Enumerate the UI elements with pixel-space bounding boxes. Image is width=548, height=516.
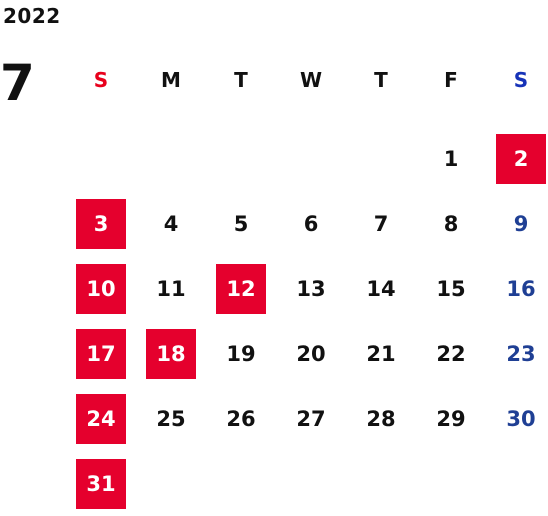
holiday-day-number: 24	[76, 393, 126, 444]
day-number: 6	[303, 211, 319, 236]
weekday-tue: T	[234, 68, 248, 92]
day-cell: 12	[206, 256, 276, 321]
holiday-day-number: 18	[146, 328, 196, 379]
day-number: 5	[233, 211, 249, 236]
day-number: 22	[436, 341, 466, 366]
holiday-day-number: 10	[76, 263, 126, 314]
day-cell: 9	[486, 191, 548, 256]
day-cell: 10	[66, 256, 136, 321]
day-number: 8	[443, 211, 459, 236]
weekday-sun: S	[93, 68, 109, 92]
day-cell: 8	[416, 191, 486, 256]
day-cell: 15	[416, 256, 486, 321]
day-number: 23	[506, 341, 536, 366]
day-number: 11	[156, 276, 186, 301]
day-cell: 4	[136, 191, 206, 256]
day-cell: 17	[66, 321, 136, 386]
weekday-fri: F	[444, 68, 458, 92]
day-number: 26	[226, 406, 256, 431]
weekday-thu: T	[374, 68, 388, 92]
day-number: 7	[373, 211, 389, 236]
day-cell: 23	[486, 321, 548, 386]
day-number: 28	[366, 406, 396, 431]
day-number: 9	[513, 211, 529, 236]
day-number: 19	[226, 341, 256, 366]
day-cell: 30	[486, 386, 548, 451]
day-cell: 5	[206, 191, 276, 256]
day-cell: 16	[486, 256, 548, 321]
day-cell: 14	[346, 256, 416, 321]
empty-day-cell	[346, 126, 416, 191]
empty-day-cell	[136, 126, 206, 191]
day-cell: 31	[66, 451, 136, 516]
day-number: 27	[296, 406, 326, 431]
empty-day-cell	[206, 126, 276, 191]
weekday-wed: W	[299, 68, 323, 92]
empty-day-cell	[276, 126, 346, 191]
day-cell: 24	[66, 386, 136, 451]
holiday-day-number: 2	[496, 133, 546, 184]
day-cell: 27	[276, 386, 346, 451]
day-cell: 20	[276, 321, 346, 386]
holiday-day-number: 31	[76, 458, 126, 509]
day-number: 14	[366, 276, 396, 301]
day-number: 25	[156, 406, 186, 431]
day-cell: 7	[346, 191, 416, 256]
day-cell: 18	[136, 321, 206, 386]
empty-day-cell	[66, 126, 136, 191]
holiday-day-number: 17	[76, 328, 126, 379]
weekday-mon: M	[161, 68, 181, 92]
day-number: 4	[163, 211, 179, 236]
day-cell: 19	[206, 321, 276, 386]
day-cell: 21	[346, 321, 416, 386]
day-cell: 26	[206, 386, 276, 451]
day-number: 20	[296, 341, 326, 366]
day-number: 29	[436, 406, 466, 431]
day-number: 16	[506, 276, 536, 301]
day-cell: 6	[276, 191, 346, 256]
day-cell: 25	[136, 386, 206, 451]
day-cell: 11	[136, 256, 206, 321]
day-cell: 3	[66, 191, 136, 256]
day-cell: 1	[416, 126, 486, 191]
calendar-month: 7	[0, 54, 35, 112]
holiday-day-number: 12	[216, 263, 266, 314]
day-cell: 29	[416, 386, 486, 451]
day-cell: 22	[416, 321, 486, 386]
day-cell: 13	[276, 256, 346, 321]
weekday-header-row: S M T W T F S	[66, 62, 548, 98]
weekday-sat: S	[513, 68, 529, 92]
day-number: 21	[366, 341, 396, 366]
holiday-day-number: 3	[76, 198, 126, 249]
day-number: 30	[506, 406, 536, 431]
day-cell: 2	[486, 126, 548, 191]
day-number: 15	[436, 276, 466, 301]
day-number: 1	[443, 146, 459, 171]
day-cell: 28	[346, 386, 416, 451]
calendar-year: 2022	[3, 4, 61, 28]
day-number: 13	[296, 276, 326, 301]
